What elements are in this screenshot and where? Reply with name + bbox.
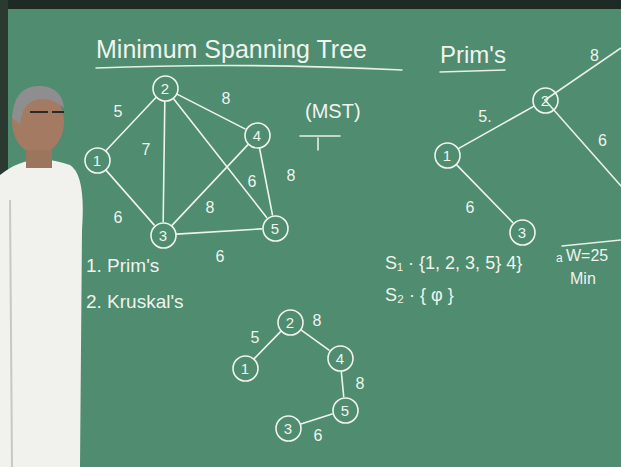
- vertex-number: 3: [284, 421, 292, 436]
- edge-weight: 8: [222, 90, 231, 108]
- graph-edge: [173, 99, 266, 218]
- graph-vertex: 1: [434, 142, 461, 169]
- vertex-number: 5: [341, 403, 349, 418]
- edge-weight: 6: [314, 427, 323, 445]
- graph-edge: [341, 371, 343, 396]
- graph-edge: [260, 148, 273, 214]
- board-note: W=25: [566, 247, 608, 265]
- vertex-number: 4: [253, 128, 261, 143]
- vertex-number: 2: [541, 93, 549, 108]
- board-note: 8: [590, 47, 599, 65]
- vertex-number: 1: [443, 148, 451, 163]
- edge-weight: 5.: [478, 108, 491, 126]
- board-note: 2. Kruskal's: [86, 292, 184, 313]
- graph-vertex: 5: [262, 215, 289, 242]
- board-note: 6: [598, 132, 607, 150]
- graph-edge: [301, 414, 332, 424]
- board-note: S₂ · { φ }: [385, 286, 454, 306]
- board-note: (MST): [305, 100, 361, 122]
- graph-edge: [176, 229, 261, 234]
- graph-vertex: 2: [152, 75, 179, 102]
- vertex-number: 4: [336, 351, 344, 366]
- graph-edge: [172, 145, 248, 225]
- edge-weight: 5: [251, 329, 260, 347]
- graph-vertex: 3: [150, 222, 177, 249]
- board-title: Minimum Spanning Tree: [96, 36, 367, 64]
- edge-weight: 8: [287, 167, 296, 185]
- graph-vertex: 4: [244, 122, 271, 149]
- graph-vertex: 2: [277, 309, 304, 336]
- vertex-number: 1: [241, 361, 249, 376]
- edge-weight: 8: [313, 312, 322, 330]
- graph-edge: [163, 101, 165, 221]
- vertex-number: 5: [271, 221, 279, 236]
- graph-vertex: 1: [232, 355, 259, 382]
- edge-weight: 6: [216, 248, 225, 266]
- graph-edge: [459, 107, 533, 149]
- graph-edge: [456, 165, 512, 223]
- graph-edge: [106, 170, 154, 225]
- edge-weight: 6: [466, 199, 475, 217]
- edge-weight: 8: [356, 375, 365, 393]
- edge-weight: 6: [248, 173, 257, 191]
- edge-weight: 5: [114, 103, 123, 121]
- graph-edge: [301, 330, 329, 350]
- vertex-number: 3: [159, 228, 167, 243]
- graph-vertex: 5: [332, 397, 359, 424]
- graph-vertex: 4: [327, 345, 354, 372]
- graph-vertex: 3: [509, 219, 536, 246]
- edge-weight: 7: [142, 141, 151, 159]
- graph-edge: [177, 94, 245, 129]
- board-note: a: [556, 252, 563, 265]
- graph-vertex: 2: [532, 87, 559, 114]
- board-note: Prim's: [440, 42, 506, 68]
- lecturer: [0, 86, 83, 467]
- board-note: S₁ · {1, 2, 3, 5} 4}: [385, 254, 522, 274]
- board-note: 1. Prim's: [86, 256, 159, 277]
- vertex-number: 3: [518, 225, 526, 240]
- board-note: Min: [570, 270, 596, 288]
- vertex-number: 2: [161, 81, 169, 96]
- edge-weight: 8: [206, 199, 215, 217]
- edge-weight: 6: [114, 209, 123, 227]
- vertex-number: 1: [93, 153, 101, 168]
- vertex-number: 2: [286, 315, 294, 330]
- graph-vertex: 1: [84, 147, 111, 174]
- graph-vertex: 3: [275, 415, 302, 442]
